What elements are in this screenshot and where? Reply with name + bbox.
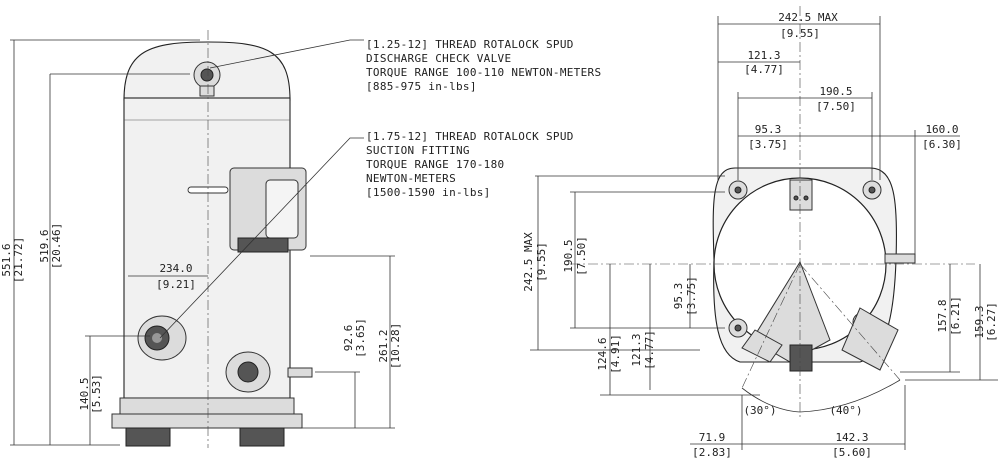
base-ring (119, 397, 295, 417)
terminal-box (229, 167, 307, 253)
svg-text:[1.75-12] THREAD ROTALOCK SPUD: [1.75-12] THREAD ROTALOCK SPUD (366, 130, 574, 143)
dim-discharge-height-in: [5.53] (90, 374, 103, 414)
dim-bottom-left: 71.9 (699, 431, 726, 444)
side-view (111, 30, 313, 448)
dim-right-b-in: [6.27] (985, 302, 998, 342)
svg-text:SUCTION FITTING: SUCTION FITTING (366, 144, 470, 157)
dim-shell-height-in: [20.46] (50, 223, 63, 269)
dim-suction-height: 261.2 (377, 329, 390, 362)
dim-mount-spacing: 190.5 (819, 85, 852, 98)
svg-text:DISCHARGE CHECK VALVE: DISCHARGE CHECK VALVE (366, 52, 511, 65)
dim-overall-height: 551.6 (0, 243, 13, 276)
svg-text:[1500-1590 in-lbs]: [1500-1590 in-lbs] (366, 186, 491, 199)
dim-right-a: 157.8 (936, 299, 949, 332)
dim-mount-half-in: [3.75] (748, 138, 788, 151)
dim-front-b-in: [4.77] (643, 330, 656, 370)
dim-bottom-left-in: [2.83] (692, 446, 732, 459)
svg-text:NEWTON-METERS: NEWTON-METERS (366, 172, 456, 185)
dim-overall-height-in: [21.72] (12, 237, 25, 283)
mount-foot-right (239, 427, 285, 447)
dim-mount-depth-half: 95.3 (672, 283, 685, 310)
top-view-dimensions: 242.5 MAX [9.55] 121.3 [4.77] 190.5 [7.5… (522, 11, 998, 459)
svg-text:[885-975 in-lbs]: [885-975 in-lbs] (366, 80, 477, 93)
dim-front-b: 121.3 (630, 333, 643, 366)
dim-discharge-height: 140.5 (78, 377, 91, 410)
annotation-notes: [1.25-12] THREAD ROTALOCK SPUD DISCHARGE… (159, 38, 601, 339)
angle-right: (40°) (829, 404, 862, 417)
dim-mount-half: 95.3 (755, 123, 782, 136)
dim-bottom-right: 142.3 (835, 431, 868, 444)
dim-max-depth: 242.5 MAX (522, 232, 535, 292)
discharge-note: [1.25-12] THREAD ROTALOCK SPUD DISCHARGE… (366, 38, 601, 93)
suction-note: [1.75-12] THREAD ROTALOCK SPUD SUCTION F… (366, 130, 574, 199)
svg-text:TORQUE RANGE 170-180: TORQUE RANGE 170-180 (366, 158, 504, 171)
dim-max-width: 242.5 MAX (778, 11, 838, 24)
angle-left: (30°) (743, 404, 776, 417)
dim-discharge-offset-in: [3.65] (354, 318, 367, 358)
suction-fitting (137, 315, 187, 361)
dim-right-extent: 160.0 (925, 123, 958, 136)
dim-right-extent-in: [6.30] (922, 138, 962, 151)
svg-text:TORQUE RANGE 100-110 NEWTON-ME: TORQUE RANGE 100-110 NEWTON-METERS (366, 66, 601, 79)
dim-max-width-in: [9.55] (780, 27, 820, 40)
dim-mount-depth-half-in: [3.75] (685, 276, 698, 316)
dim-right-b: 159.3 (973, 305, 986, 338)
svg-text:[1.25-12] THREAD ROTALOCK SPUD: [1.25-12] THREAD ROTALOCK SPUD (366, 38, 574, 51)
discharge-side-fitting (225, 351, 313, 393)
dim-shell-height: 519.6 (38, 229, 51, 262)
dim-suction-to-center: 234.0 (159, 262, 192, 275)
dim-mount-depth-in: [7.50] (575, 236, 588, 276)
top-view (570, 6, 975, 420)
dim-right-a-in: [6.21] (949, 296, 962, 336)
dim-mount-depth: 190.5 (562, 239, 575, 272)
dim-mount-spacing-in: [7.50] (816, 100, 856, 113)
dim-max-depth-in: [9.55] (535, 242, 548, 282)
side-view-dimensions: 551.6 [21.72] 519.6 [20.46] 140.5 [5.53]… (0, 39, 402, 446)
mount-foot-left (125, 427, 171, 447)
dim-half-width-in: [4.77] (744, 63, 784, 76)
base-plate (111, 413, 303, 429)
dim-suction-height-in: [10.28] (389, 323, 402, 369)
dim-discharge-offset: 92.6 (342, 325, 355, 352)
dim-suction-to-center-in: [9.21] (156, 278, 196, 291)
dim-front-a-in: [4.91] (609, 334, 622, 374)
dim-bottom-right-in: [5.60] (832, 446, 872, 459)
dim-front-a: 124.6 (596, 337, 609, 370)
dim-half-width: 121.3 (747, 49, 780, 62)
